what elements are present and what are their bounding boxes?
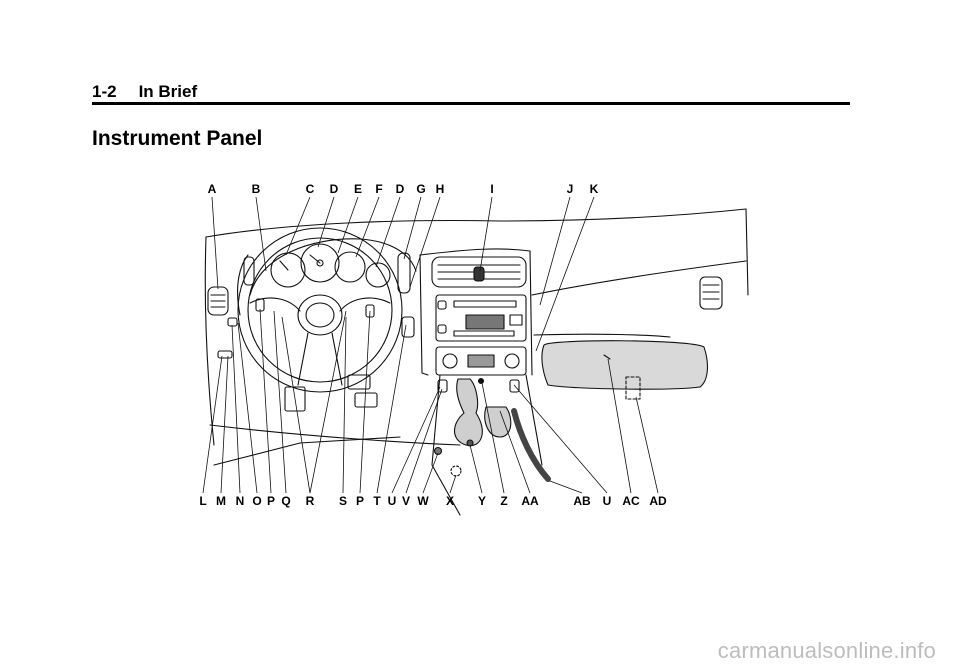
callout-label-bottom: U bbox=[388, 494, 397, 508]
callout-label-bottom: V bbox=[402, 494, 410, 508]
header-rule bbox=[92, 102, 850, 105]
left-controls bbox=[217, 254, 255, 359]
callout-label-bottom: O bbox=[252, 494, 261, 508]
callout-label-bottom: L bbox=[199, 494, 206, 508]
callout-label-bottom: Q bbox=[281, 494, 290, 508]
callout-label-bottom: X bbox=[446, 494, 454, 508]
glovebox bbox=[541, 340, 709, 400]
callout-label-bottom: Z bbox=[500, 494, 507, 508]
callout-label-bottom: AB bbox=[573, 494, 591, 508]
callout-label-bottom: S bbox=[339, 494, 347, 508]
left-air-vent bbox=[207, 286, 229, 316]
callout-label-top: A bbox=[208, 182, 217, 196]
callout-label-bottom: P bbox=[356, 494, 364, 508]
callout-label-bottom: P bbox=[267, 494, 275, 508]
radio-unit bbox=[435, 294, 527, 342]
pedal-area bbox=[284, 374, 378, 412]
callout-label-bottom: M bbox=[216, 494, 226, 508]
right-controls bbox=[397, 252, 415, 338]
callout-label-top: F bbox=[375, 182, 382, 196]
callout-label-bottom: W bbox=[417, 494, 429, 508]
running-header: 1-2 In Brief bbox=[92, 82, 197, 102]
section-name: In Brief bbox=[138, 82, 198, 101]
callout-label-top: I bbox=[490, 182, 493, 196]
instrument-panel-illustration: A B C D E F D G H I J K L M N O P Q R S … bbox=[199, 182, 749, 516]
page-title: Instrument Panel bbox=[92, 127, 263, 150]
console-shifter bbox=[431, 374, 551, 516]
callout-label-bottom: U bbox=[603, 494, 612, 508]
dashboard-outline bbox=[204, 208, 749, 466]
watermark: carmanualsonline.info bbox=[717, 638, 936, 663]
callout-label-top: J bbox=[567, 182, 574, 196]
instrument-cluster bbox=[249, 238, 417, 296]
right-air-vent bbox=[699, 276, 723, 310]
page-number: 1-2 bbox=[92, 82, 117, 101]
callout-label-top: G bbox=[416, 182, 425, 196]
callout-label-bottom: R bbox=[306, 494, 315, 508]
callout-label-top: D bbox=[396, 182, 405, 196]
callout-label-bottom: AC bbox=[622, 494, 640, 508]
callout-label-top: E bbox=[354, 182, 362, 196]
steering-wheel bbox=[237, 227, 403, 393]
callout-label-bottom: N bbox=[236, 494, 245, 508]
callout-label-top: K bbox=[590, 182, 599, 196]
callout-label-bottom: AD bbox=[649, 494, 667, 508]
callout-label-top: C bbox=[306, 182, 315, 196]
callout-label-bottom: AA bbox=[521, 494, 539, 508]
center-vent bbox=[431, 256, 527, 288]
callout-label-bottom: T bbox=[373, 494, 381, 508]
callout-label-top: D bbox=[330, 182, 339, 196]
climate-controls bbox=[435, 346, 527, 376]
callout-label-top: H bbox=[436, 182, 445, 196]
callout-label-top: B bbox=[252, 182, 261, 196]
callout-label-bottom: Y bbox=[478, 494, 486, 508]
